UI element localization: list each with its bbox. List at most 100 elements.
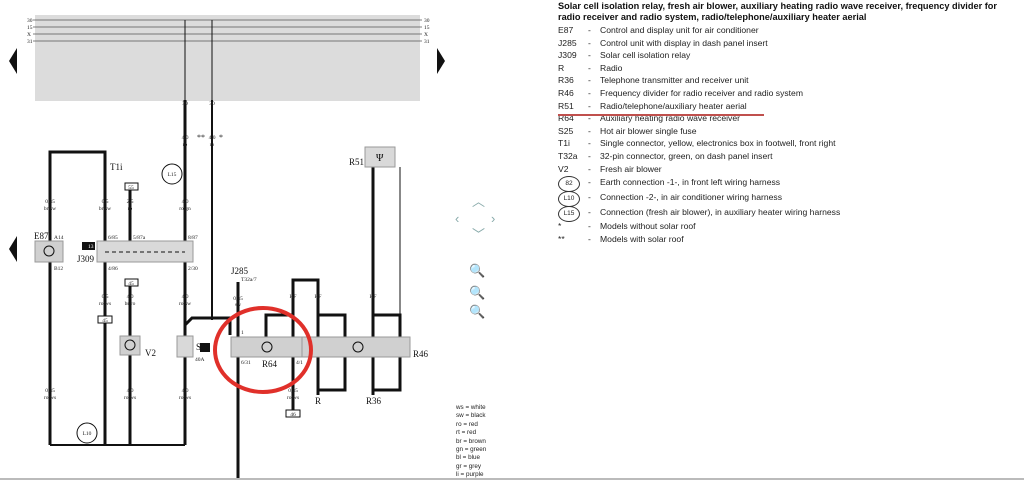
- bottom-divider: [0, 478, 1024, 480]
- legend-code: E87: [558, 25, 574, 35]
- fuse-rating: 40A: [195, 357, 205, 363]
- color-code-entry: ws = white: [456, 404, 486, 411]
- antenna-icon: Ψ: [376, 153, 384, 164]
- rail-label-x-right: X: [424, 32, 428, 38]
- legend-code: R36: [558, 75, 574, 86]
- legend-dash: -: [588, 138, 591, 149]
- l15-label: L15: [168, 172, 177, 178]
- r64-receiver: [230, 336, 303, 358]
- wire-label: ro/ws: [99, 301, 111, 307]
- wire-label: 4,0: [209, 135, 216, 141]
- color-code-entry: bl = blue: [456, 454, 480, 462]
- legend-item: T32a-32-pin connector, green, on dash pa…: [558, 150, 1018, 163]
- legend-dash: -: [588, 75, 591, 86]
- power-rails: [33, 19, 422, 42]
- v2-label: V2: [145, 348, 156, 358]
- legend-description: Models without solar roof: [600, 221, 696, 232]
- pan-down-icon[interactable]: ﹀: [472, 227, 486, 242]
- legend-code: R46: [558, 87, 574, 98]
- legend-description: Earth connection -1-, in front left wiri…: [600, 177, 781, 188]
- l10-label: L10: [83, 431, 92, 437]
- r64-label: R64: [262, 359, 278, 369]
- legend-item: R64-Auxiliary heating radio wave receive…: [558, 112, 1018, 125]
- pan-right-icon[interactable]: ›: [491, 211, 496, 226]
- l10-connection: [76, 422, 98, 444]
- terminal-box-46: [285, 409, 301, 418]
- e87-label: E87: [34, 231, 49, 241]
- terminal-box-45: [97, 315, 113, 324]
- v2-blower: [119, 335, 141, 356]
- wire-label: 0,35: [288, 388, 298, 394]
- legend-item: R46-Frequency divider for radio receiver…: [558, 87, 1018, 100]
- fuse-marker: [200, 343, 210, 352]
- legend-description: Radio/telephone/auxiliary heater aerial: [600, 100, 747, 111]
- wire-label: ro/ws: [44, 395, 56, 401]
- pin-label: 1: [241, 330, 244, 336]
- pan-control[interactable]: ︿ ‹ › ﹀: [455, 195, 501, 241]
- wire-label: 4,0: [127, 388, 134, 394]
- legend-description: Connection (fresh air blower), in auxili…: [600, 207, 841, 218]
- rail-label-30-right: 30: [424, 18, 430, 24]
- wire-label: 0,5: [102, 199, 109, 205]
- legend-item: S25-Hot air blower single fuse: [558, 125, 1018, 138]
- legend-description: Auxiliary heating radio wave receiver: [600, 113, 740, 124]
- legend-dash: -: [588, 192, 591, 203]
- r-label: R: [315, 396, 321, 406]
- legend-dash: -: [588, 125, 591, 136]
- wire-label: 4,0: [182, 135, 189, 141]
- zoom-icon[interactable]: 🔍: [469, 263, 486, 278]
- pin-label: 4/86: [108, 266, 118, 272]
- hf-label: HF: [289, 294, 296, 300]
- pin-label: B12: [54, 266, 63, 272]
- wire-label: 4,0: [182, 294, 189, 300]
- wire-label: 0,35: [45, 199, 55, 205]
- legend-code: R: [558, 62, 565, 73]
- legend-dash: -: [588, 177, 591, 188]
- wire-label: ro/ws: [179, 395, 191, 401]
- legend-dash: -: [588, 113, 591, 124]
- rail-label-30: 30: [27, 18, 33, 24]
- legend-item: **-Models with solar roof: [558, 233, 1018, 246]
- e87-control-unit: [34, 240, 64, 263]
- legend-description: Solar cell isolation relay: [600, 50, 691, 61]
- color-code-entry: rt = red: [456, 429, 477, 437]
- rail-label-x: X: [27, 32, 31, 38]
- legend-item: R36 -Telephone transmitter and receiver u…: [558, 74, 1018, 87]
- pan-left-icon[interactable]: ‹: [455, 211, 460, 226]
- terminal-label: 46: [290, 412, 296, 418]
- page-next-arrow-icon[interactable]: [437, 48, 445, 74]
- rail-label-31: 31: [27, 39, 33, 45]
- page-prev-arrow-icon[interactable]: [9, 48, 17, 74]
- hf-label: HF: [369, 294, 376, 300]
- zoom-out-icon[interactable]: 🔍: [469, 304, 486, 319]
- zoom-in-icon[interactable]: 🔍: [469, 285, 486, 300]
- pin-label: 6/85: [108, 235, 118, 241]
- wire-label: ro/sw: [179, 301, 191, 307]
- t1i-label: T1i: [110, 162, 123, 172]
- relay-number-box: [82, 242, 95, 250]
- terminal-label: 45: [102, 318, 108, 324]
- legend-code: 82: [558, 175, 588, 193]
- legend-code: T32a: [558, 150, 578, 161]
- continue-left-arrow-icon[interactable]: [9, 236, 17, 262]
- legend-description: Telephone transmitter and receiver unit: [600, 75, 749, 86]
- color-code-entry: br = brown: [456, 437, 486, 445]
- legend-dash: -: [588, 25, 591, 35]
- legend-description: Single connector, yellow, electronics bo…: [600, 138, 836, 149]
- rail-label-31-right: 31: [424, 39, 430, 45]
- legend-item: R-Radio: [558, 62, 1018, 75]
- terminal-label: 55: [128, 185, 134, 191]
- legend-item: V2-Fresh air blower: [558, 163, 1018, 176]
- legend-item: J309-Solar cell isolation relay: [558, 49, 1018, 62]
- legend-item: T1i-Single connector, yellow, electronic…: [558, 137, 1018, 150]
- terminal-label: 45: [128, 281, 134, 287]
- legend-description: Control unit with display in dash panel …: [600, 37, 768, 48]
- legend-item: L10-Connection -2-, in air conditioner w…: [558, 190, 1018, 208]
- legend-code: L10: [558, 190, 588, 208]
- wire-label: 0,5: [102, 294, 109, 300]
- legend-dash: -: [588, 100, 591, 111]
- legend-code: R51: [558, 100, 574, 111]
- legend-code: S25: [558, 125, 574, 136]
- power-rail-panel: [35, 15, 420, 101]
- pan-up-icon[interactable]: ︿: [472, 194, 486, 209]
